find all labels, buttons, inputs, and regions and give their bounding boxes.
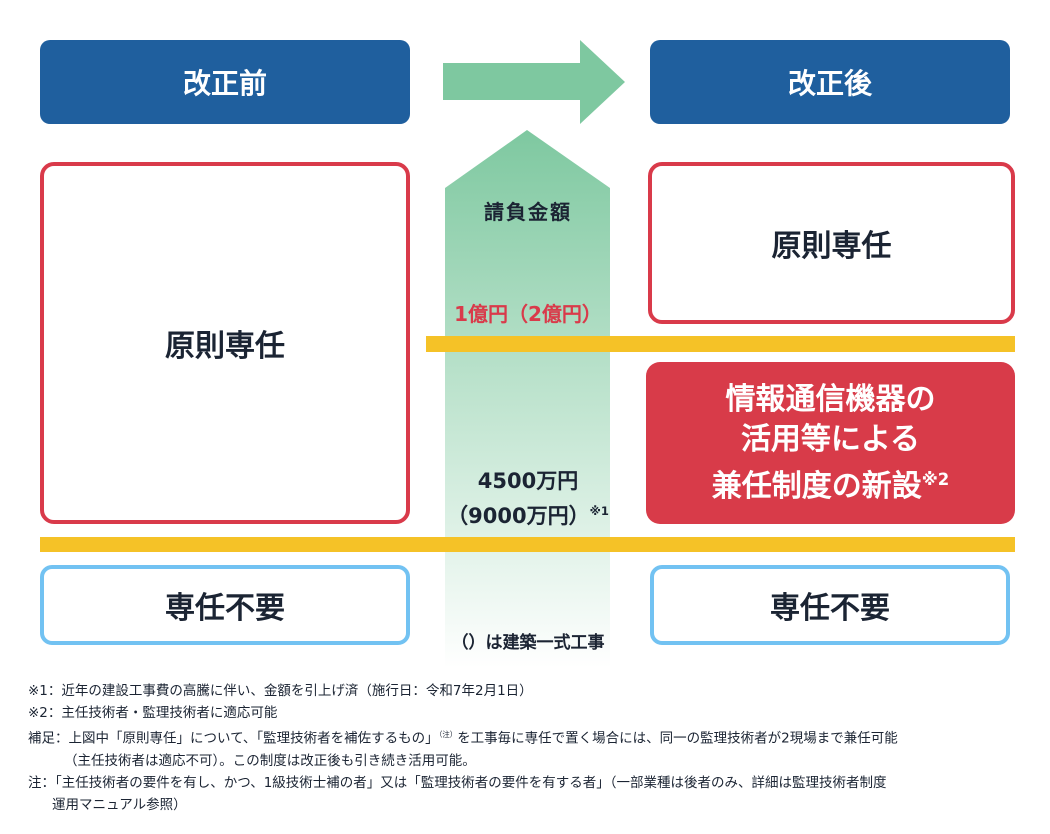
after-principal-box: 原則専任 [648, 162, 1015, 324]
footnote-2: ※2：主任技術者・監理技術者に適応可能 [28, 705, 278, 721]
new-system-line3-text: 兼任制度の新設 [711, 468, 922, 504]
before-principal-box: 原則専任 [40, 162, 410, 524]
new-system-line1: 情報通信機器の [725, 381, 936, 417]
amount-up-arrow [445, 130, 610, 668]
upper-threshold: 1億円（2億円） [454, 302, 602, 326]
lower-threshold: 4500万円 （9000万円）※1 [430, 466, 626, 531]
note-mark-2: ※2 [921, 469, 950, 489]
new-concurrent-system-box: 情報通信機器の 活用等による 兼任制度の新設※2 [646, 362, 1015, 524]
contract-amount-label: 請負金額 [484, 200, 572, 224]
new-system-line2: 活用等による [740, 421, 921, 457]
supplement-note-mark: （注） [438, 730, 458, 739]
note-cont: 運用マニュアル参照） [52, 796, 187, 813]
upper-threshold-line [426, 336, 1015, 352]
footnotes: ※1：近年の建設工事費の高騰に伴い、金額を引上げ済（施行日：令和7年2月1日） … [28, 680, 898, 816]
lower-threshold-line2: （9000万円）※1 [430, 496, 626, 531]
note-mark-1: ※1 [589, 504, 609, 518]
footnote-1: ※1：近年の建設工事費の高騰に伴い、金額を引上げ済（施行日：令和7年2月1日） [28, 683, 533, 699]
paren-note: （）は建築一式工事 [451, 633, 605, 653]
before-not-required-box: 専任不要 [40, 565, 410, 645]
lower-threshold-line1: 4500万円 [477, 469, 579, 493]
lower-threshold-value: （9000万円） [447, 504, 590, 528]
new-system-line3: 兼任制度の新設※2 [712, 460, 950, 507]
supplement: 補足：上図中「原則専任」について、「監理技術者を補佐するもの」（注）を工事毎に専… [28, 724, 898, 750]
before-header: 改正前 [40, 40, 410, 124]
supplement-part1: 補足：上図中「原則専任」について、「監理技術者を補佐するもの」 [28, 730, 439, 747]
after-header: 改正後 [650, 40, 1010, 124]
after-not-required-box: 専任不要 [650, 565, 1010, 645]
supplement-cont: （主任技術者は適応不可）。この制度は改正後も引き続き活用可能。 [64, 752, 476, 769]
supplement-part2: を工事毎に専任で置く場合には、同一の監理技術者が2現場まで兼任可能 [457, 730, 898, 747]
right-arrow-icon [443, 40, 625, 124]
note: 注：「主任技術者の要件を有し、かつ、1級技術士補の者」又は「監理技術者の要件を有… [28, 774, 887, 791]
lower-threshold-line [40, 537, 1015, 552]
